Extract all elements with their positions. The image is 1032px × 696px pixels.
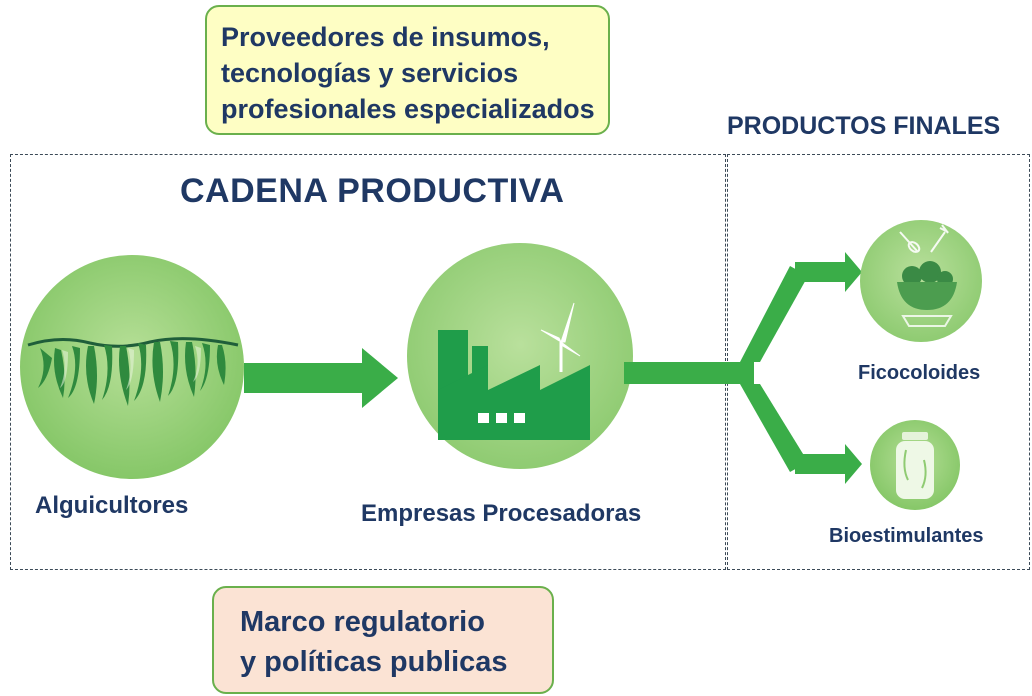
providers-line-2: tecnologías y servicios <box>221 58 519 88</box>
seaweed-icon <box>20 255 244 479</box>
providers-box: Proveedores de insumos, tecnologías y se… <box>205 5 610 135</box>
branching-arrows <box>624 252 862 484</box>
providers-line-1: Proveedores de insumos, <box>221 22 550 52</box>
food-bowl-icon <box>860 220 982 342</box>
stage-label-empresas: Empresas Procesadoras <box>361 500 642 527</box>
stage-label-alguicultores: Alguicultores <box>35 492 189 519</box>
providers-line-3: profesionales especializados <box>221 94 595 124</box>
factory-icon <box>407 243 633 469</box>
final-products-title: PRODUCTOS FINALES <box>727 112 1001 140</box>
arrow-to-processors <box>244 348 398 408</box>
chain-title: CADENA PRODUCTIVA <box>180 172 565 210</box>
product-label-ficocoloides: Ficocoloides <box>858 362 981 384</box>
regulatory-line-2: y políticas publicas <box>240 646 508 678</box>
regulatory-box: Marco regulatorio y políticas publicas <box>212 586 554 694</box>
product-label-bioestimulantes: Bioestimulantes <box>829 525 984 547</box>
regulatory-line-1: Marco regulatorio <box>240 606 485 638</box>
bottle-icon <box>870 420 960 510</box>
